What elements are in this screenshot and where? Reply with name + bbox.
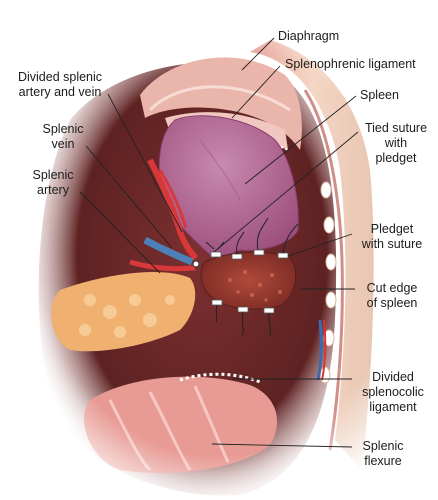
label-cut-edge-of-spleen: Cut edge of spleen <box>366 281 418 310</box>
label-diaphragm: Diaphragm <box>278 29 340 43</box>
label-pledget-with-suture: Pledget with suture <box>361 222 423 251</box>
label-splenic-flexure: Splenic flexure <box>362 439 404 468</box>
label-divided-splenic-artery-and-vein: Divided splenic artery and vein <box>17 70 103 99</box>
label-tied-suture-with-pledget: Tied suture with pledget <box>364 121 428 165</box>
leader-lines <box>79 37 359 448</box>
label-splenic-vein: Splenic vein <box>42 122 84 151</box>
label-splenic-artery: Splenic artery <box>32 168 74 197</box>
label-splenophrenic-ligament: Splenophrenic ligament <box>285 57 416 71</box>
label-divided-splenocolic-ligament: Divided splenocolic ligament <box>362 370 424 414</box>
label-spleen: Spleen <box>360 88 399 102</box>
